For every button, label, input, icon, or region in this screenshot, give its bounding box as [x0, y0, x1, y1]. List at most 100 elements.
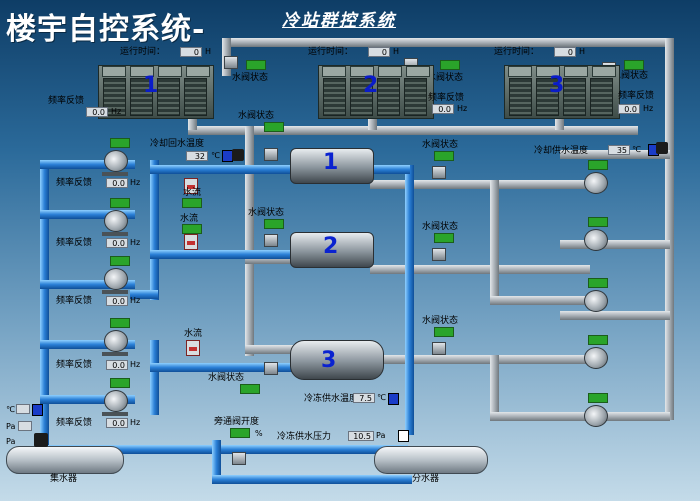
right-pump-2-icon[interactable] [584, 229, 608, 251]
chilled-supply-pressure-label: 冷冻供水压力 [277, 432, 332, 442]
left-pump-5-freq-value: 0.0 [106, 418, 128, 428]
cooling-supply-temp-label: 冷却供水温度 [534, 146, 589, 156]
left-pump-3-freq-value: 0.0 [106, 296, 128, 306]
left-pump-1-base [102, 172, 128, 176]
left-pump-5-status [110, 378, 130, 388]
left-pump-4-freq-value: 0.0 [106, 360, 128, 370]
right-pump-3-icon[interactable] [584, 290, 608, 312]
pressure-sensor-icon [232, 149, 244, 161]
temperature-sensor-icon [656, 142, 668, 154]
flow-switch-3-icon [186, 340, 200, 356]
left-pump-2-base [102, 232, 128, 236]
left-pump-3-icon[interactable] [104, 268, 128, 290]
tower-1-hour-unit: H [205, 47, 212, 56]
chiller-2-in-valve-icon[interactable] [264, 234, 278, 247]
collector-pa-1-unit: Pa [6, 422, 16, 431]
distributor-label: 分水器 [412, 474, 440, 484]
collector-temp-unit: ℃ [6, 405, 15, 414]
tower-1-valve-status-label: 水阀状态 [232, 73, 269, 83]
cooling-tower-2[interactable]: 2 [318, 65, 434, 119]
left-pump-2-icon[interactable] [104, 210, 128, 232]
tower-2-run-time-label: 运行时间： [308, 47, 354, 57]
right-pump-2-status [588, 217, 608, 227]
chiller-2-in-valve-label: 水阀状态 [248, 208, 285, 218]
tower-2-run-time-value: 0 [368, 47, 390, 57]
left-pump-5-base [102, 412, 128, 416]
collector-pa-1-value [18, 421, 32, 431]
right-pump-5-icon[interactable] [584, 405, 608, 427]
right-pump-1-icon[interactable] [584, 172, 608, 194]
left-pump-2-hz-unit: Hz [130, 238, 141, 247]
tower-1-freq-label: 频率反馈 [48, 96, 85, 106]
chiller-2[interactable]: 2 [290, 232, 374, 268]
tower-1-outlet-valve-label: 水阀状态 [238, 111, 275, 121]
chiller-1-number: 1 [323, 150, 339, 175]
right-pump-4-status [588, 335, 608, 345]
chiller-2-valve-icon[interactable] [432, 248, 446, 261]
left-pump-1-hz-unit: Hz [130, 178, 141, 187]
tower-2-valve-status-label: 水阀状态 [427, 73, 464, 83]
tower-2-valve-status-indicator [440, 60, 460, 70]
chiller-1-in-valve-icon[interactable] [264, 148, 278, 161]
collector-header [6, 446, 124, 474]
bypass-valve-icon[interactable] [232, 452, 246, 465]
page-subtitle: 冷站群控系统 [282, 11, 396, 31]
cooling-supply-temp-value: 35 [608, 145, 630, 155]
chiller-1[interactable]: 1 [290, 148, 374, 184]
chilled-supply-temp-value: 7.5 [353, 393, 375, 403]
pressure-sensor-icon [34, 433, 48, 447]
right-pump-4-icon[interactable] [584, 347, 608, 369]
bypass-valve-label: 旁通阀开度 [214, 417, 260, 427]
bypass-valve-unit: % [255, 429, 263, 438]
tower-1-valve-icon[interactable] [224, 56, 238, 69]
tower-3-run-time-value: 0 [554, 47, 576, 57]
tower-1-number: 1 [143, 73, 159, 98]
cooling-water-pipes [188, 38, 674, 421]
left-pump-4-icon[interactable] [104, 330, 128, 352]
tower-3-freq-label: 频率反馈 [618, 91, 655, 101]
left-pump-5-hz-unit: Hz [130, 418, 141, 427]
tower-2-freq-value: 0.0 [432, 104, 454, 114]
chiller-3-valve-icon[interactable] [432, 342, 446, 355]
collector-temp-value [16, 404, 30, 414]
chilled-water-pipes [40, 160, 414, 484]
cooling-return-temp-unit: ℃ [211, 151, 220, 160]
tower-3-hour-unit: H [579, 47, 586, 56]
left-pump-1-icon[interactable] [104, 150, 128, 172]
tower-1-hz-unit: Hz [111, 107, 122, 116]
cooling-tower-3[interactable]: 3 [504, 65, 620, 119]
tower-2-hour-unit: H [393, 47, 400, 56]
cooling-return-temp-label: 冷却回水温度 [150, 139, 205, 149]
tower-2-hz-unit: Hz [457, 104, 468, 113]
cooling-return-temp-value: 32 [186, 151, 208, 161]
chiller-2-number: 2 [323, 234, 339, 259]
flow-switch-2-icon [184, 234, 198, 250]
chiller-1-valve-indicator [434, 151, 454, 161]
chiller-2-valve-indicator [434, 233, 454, 243]
collector-label: 集水器 [50, 474, 78, 484]
flow-switch-3-label: 水流 [184, 329, 203, 339]
tower-1-valve-status-indicator [246, 60, 266, 70]
cooling-tower-1[interactable]: 1 [98, 65, 214, 119]
chiller-3-in-valve-icon[interactable] [264, 362, 278, 375]
left-pump-2-freq-label: 频率反馈 [56, 238, 93, 248]
left-pump-2-freq-value: 0.0 [106, 238, 128, 248]
distributor-header [374, 446, 488, 474]
left-pump-5-freq-label: 频率反馈 [56, 418, 93, 428]
left-pump-1-freq-value: 0.0 [106, 178, 128, 188]
tower-3-number: 3 [549, 73, 565, 98]
tower-2-freq-label: 频率反馈 [428, 93, 465, 103]
temperature-sensor-icon [32, 404, 43, 416]
right-pump-3-status [588, 278, 608, 288]
chiller-1-valve-icon[interactable] [432, 166, 446, 179]
chilled-supply-temp-unit: ℃ [377, 393, 386, 402]
chiller-3[interactable]: 3 [290, 340, 384, 380]
flow-switch-1-label: 水流 [183, 188, 202, 198]
left-pump-4-base [102, 352, 128, 356]
chilled-supply-pressure-value: 10.5 [348, 431, 374, 441]
left-pump-4-freq-label: 频率反馈 [56, 360, 93, 370]
left-pump-5-icon[interactable] [104, 390, 128, 412]
chiller-2-in-valve-indicator [264, 219, 284, 229]
right-pump-1-status [588, 160, 608, 170]
temperature-sensor-icon [388, 393, 399, 405]
